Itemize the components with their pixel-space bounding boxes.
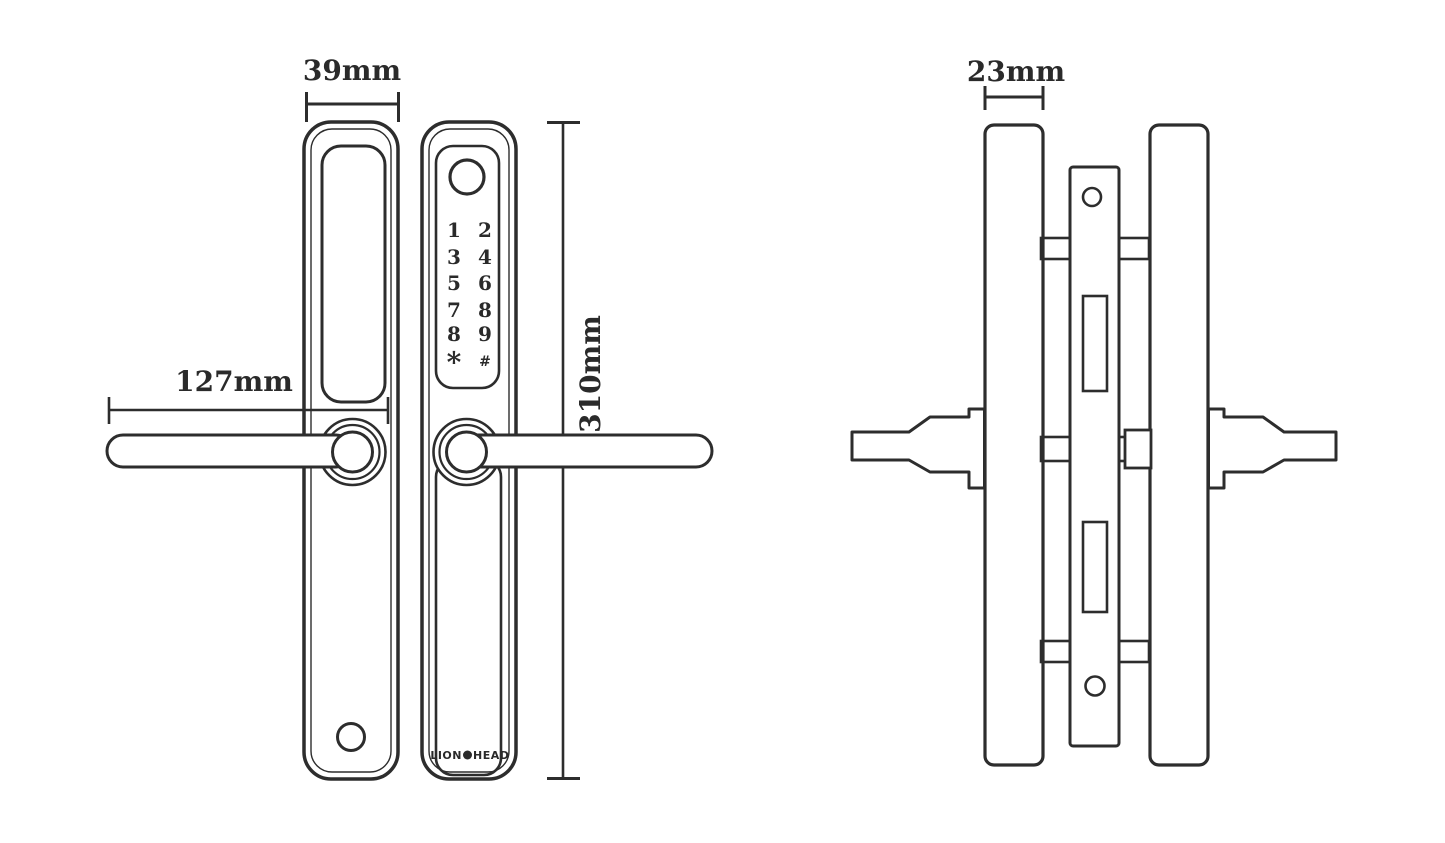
back-handle-hub-inner [331, 430, 374, 474]
keypad-key-2-1: 6 [478, 271, 492, 295]
keypad-key-0-1: 2 [478, 218, 492, 242]
dimension-annotations: 39mm 127mm 310mm 23mm [107, 54, 1065, 780]
dim-310mm-label: 310mm [574, 315, 607, 433]
mortise-body [1068, 165, 1121, 748]
dim-127mm-label: 127mm [175, 365, 293, 398]
brand-logo: LION HEAD [430, 749, 509, 762]
keyhole-icon [336, 722, 366, 752]
keypad-key-star: * [447, 346, 462, 379]
spindle-hub-right [1123, 428, 1153, 470]
lower-panel [434, 458, 503, 777]
connector-post-bottom-right [1116, 639, 1151, 664]
fingerprint-sensor-icon [448, 158, 486, 196]
mortise-screw-hole-top [1081, 186, 1103, 208]
mortise-slot-upper [1081, 294, 1109, 393]
keypad-key-1-0: 3 [447, 245, 461, 269]
back-handle-lever [105, 433, 354, 469]
side-right-handle [1207, 407, 1338, 490]
dim-127mm: 127mm [107, 365, 390, 424]
dim-23mm: 23mm [967, 55, 1065, 110]
side-left-plate [983, 123, 1045, 767]
keypad-key-hash: # [479, 354, 491, 370]
keypad-plate-front-view: 1 2 3 4 5 6 7 8 8 9 * # LION HEAD [420, 120, 714, 781]
back-plate-window [320, 144, 387, 404]
mortise-screw-hole-bottom [1084, 675, 1106, 697]
keypad-key-3-1: 8 [478, 298, 492, 322]
keypad-key-3-0: 7 [447, 298, 461, 322]
keypad-key-2-0: 5 [447, 271, 461, 295]
connector-post-top-left [1039, 236, 1074, 261]
side-view [850, 123, 1338, 767]
side-left-handle [850, 407, 986, 490]
connector-post-bottom-left [1039, 639, 1074, 664]
brand-logo-left-text: LION [430, 749, 462, 762]
dim-39mm: 39mm [303, 54, 401, 122]
keypad-key-0-0: 1 [447, 218, 461, 242]
keypad-key-4-0: 8 [447, 322, 461, 346]
dim-23mm-label: 23mm [967, 55, 1065, 88]
front-handle-hub-inner [445, 430, 488, 474]
mortise-slot-lower [1081, 520, 1109, 614]
lion-head-logo-icon [463, 750, 472, 760]
connector-post-top-right [1116, 236, 1151, 261]
brand-logo-right-text: HEAD [473, 749, 509, 762]
keypad: 1 2 3 4 5 6 7 8 8 9 * # [447, 218, 492, 379]
dim-39mm-label: 39mm [303, 54, 401, 87]
keypad-key-1-1: 4 [478, 245, 492, 269]
side-right-plate [1148, 123, 1210, 767]
keypad-panel [434, 144, 501, 390]
keypad-key-4-1: 9 [478, 322, 492, 346]
spindle-bar-left [1039, 435, 1074, 463]
back-plate-front-view [105, 120, 400, 781]
